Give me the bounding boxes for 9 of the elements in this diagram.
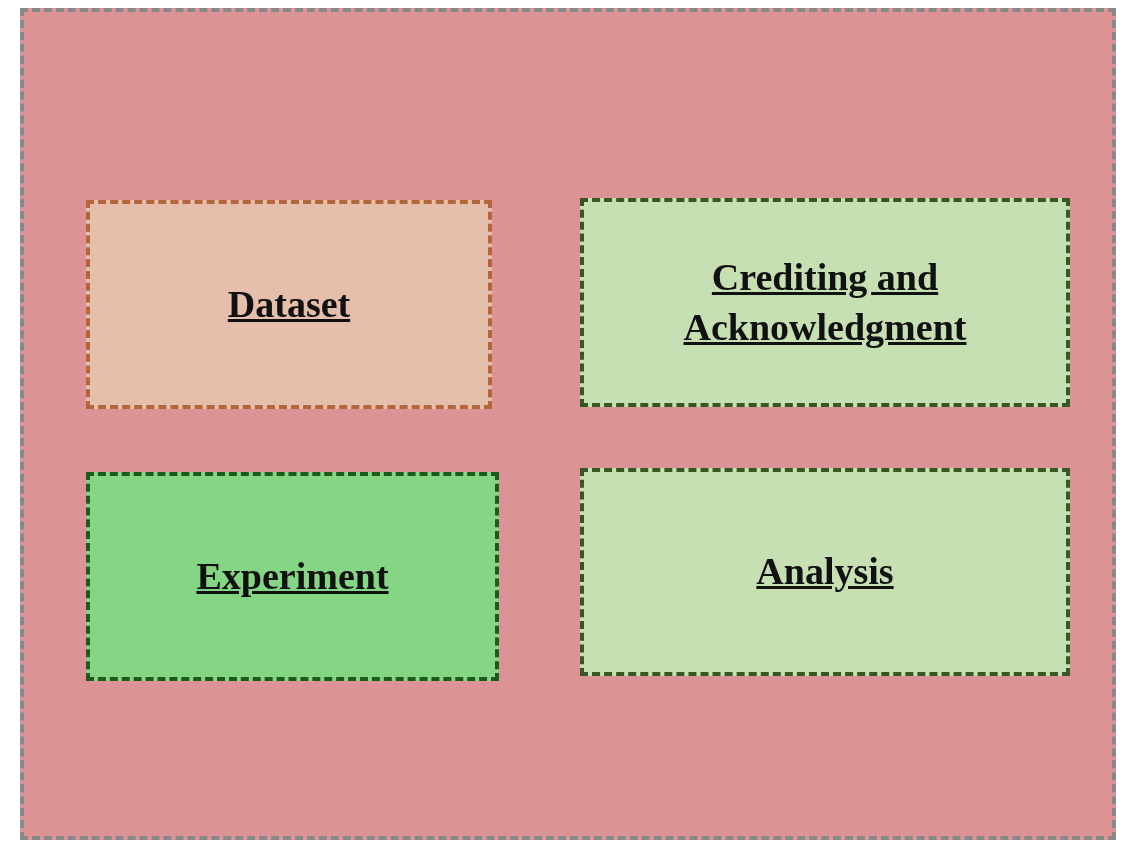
box-title: Analysis — [756, 549, 894, 595]
box-title: Crediting and Acknowledgment — [682, 255, 968, 350]
container-box — [20, 8, 1116, 840]
category-box — [580, 198, 1070, 407]
box-title: Experiment — [196, 553, 389, 599]
box-title: Dataset — [227, 281, 351, 327]
category-box — [86, 200, 492, 409]
category-box — [580, 468, 1070, 676]
category-box — [86, 472, 499, 681]
